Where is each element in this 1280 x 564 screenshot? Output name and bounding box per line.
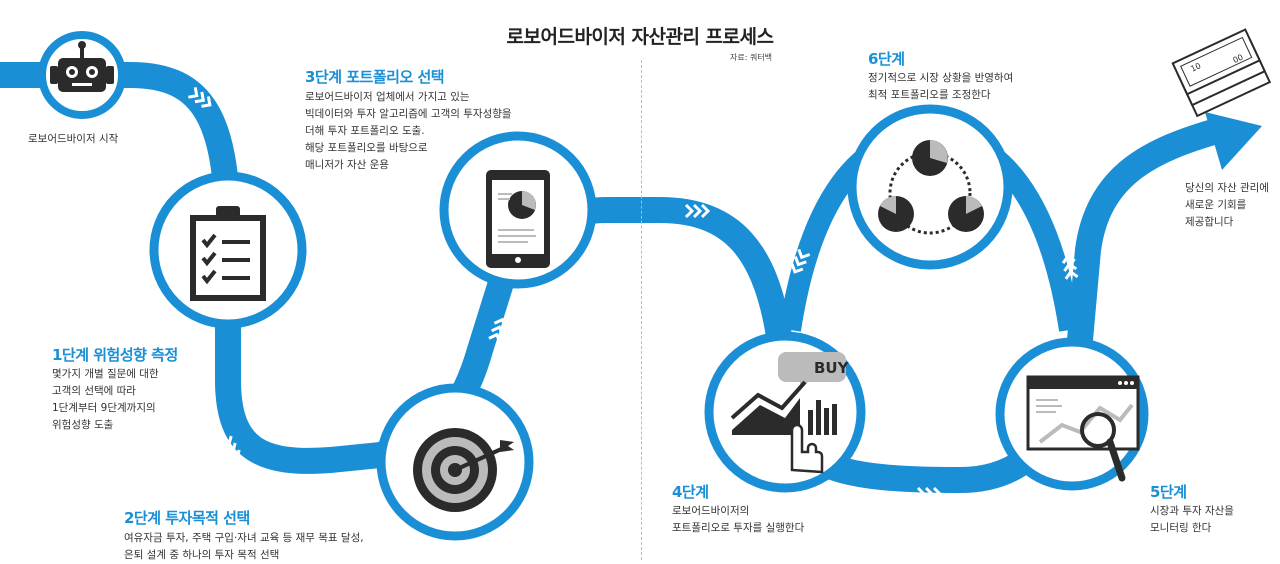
start-label: 로보어드바이저 시작 — [28, 133, 119, 145]
source-note: 자료: 쿼터백 — [730, 53, 773, 62]
step4-body: 로보어드바이저의 포트폴리오로 투자를 실행한다 — [672, 505, 805, 534]
money-label-bottom: 00 — [1232, 53, 1245, 65]
step5-heading: 5단계 — [1150, 483, 1187, 501]
flow-chevrons — [188, 87, 1079, 502]
money-stack-icon: 10 00 — [1171, 28, 1272, 118]
step3-heading: 3단계 포트폴리오 선택 — [305, 68, 445, 86]
step6-heading: 6단계 — [868, 50, 905, 68]
clipboard-icon — [149, 171, 307, 329]
step2-body: 여유자금 투자, 주택 구입·자녀 교육 등 재무 목표 달성, 은퇴 설계 중… — [124, 532, 364, 561]
step1-body: 몇가지 개별 질문에 대한 고객의 선택에 따라 1단계부터 9단계까지의 위험… — [52, 368, 159, 431]
step5-body: 시장과 투자 자산을 모니터링 한다 — [1150, 505, 1234, 534]
buy-label: BUY — [814, 359, 850, 377]
step3-body: 로보어드바이저 업체에서 가지고 있는 빅데이터와 투자 알고리즘에 고객의 투… — [305, 91, 512, 171]
buy-chart-hand-icon — [704, 331, 866, 493]
robot-icon — [38, 31, 126, 119]
step2-heading: 2단계 투자목적 선택 — [124, 509, 250, 527]
diagram-title: 로보어드바이저 자산관리 프로세스 — [506, 26, 774, 48]
rebalance-pies-icon — [847, 104, 1013, 270]
divider — [641, 60, 642, 560]
flow-arrowhead — [1205, 112, 1262, 170]
tablet-chart-icon — [439, 131, 597, 289]
money-label-top: 10 — [1189, 61, 1202, 73]
step1-heading: 1단계 위험성향 측정 — [52, 346, 178, 364]
end-label: 당신의 자산 관리에 새로운 기회를 제공합니다 — [1185, 182, 1269, 228]
step6-body: 정기적으로 시장 상황을 반영하여 최적 포트폴리오를 조정한다 — [868, 72, 1014, 101]
target-icon — [376, 383, 534, 541]
step4-heading: 4단계 — [672, 483, 709, 501]
monitor-magnifier-icon — [995, 337, 1149, 491]
